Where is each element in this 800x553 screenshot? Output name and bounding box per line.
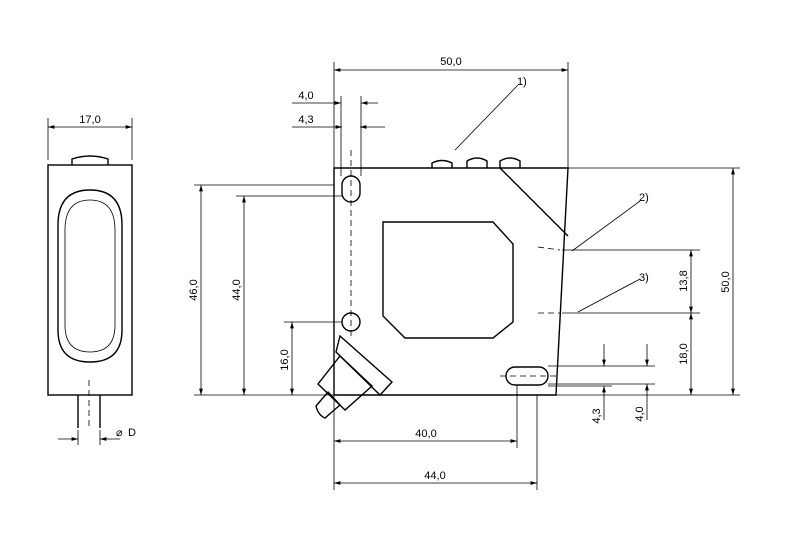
callout-1: 1) — [517, 76, 527, 88]
callout-1-leader — [454, 84, 519, 151]
dim-beam-height: 18,0 — [678, 343, 690, 364]
dim-hole-offset-c: 4,3 — [591, 408, 603, 423]
angled-connector-housing — [335, 334, 393, 397]
dim-hole-offset-d: 4,0 — [634, 406, 646, 421]
callout-3: 3) — [639, 272, 649, 284]
dim-height-left: 46,0 — [188, 279, 200, 300]
callouts: 1) 2) 3) — [454, 76, 649, 313]
dim-right-height: 50,0 — [720, 271, 732, 292]
dim-bottom-width: 44,0 — [424, 470, 445, 482]
dim-hole-pitch-vertical: 44,0 — [231, 279, 243, 300]
callout-3-leader — [577, 278, 641, 313]
callout-2-leader — [571, 200, 641, 252]
diameter-symbol: ⌀ — [116, 427, 123, 439]
side-view: 17,0 ⌀ D — [47, 114, 136, 445]
side-view-body — [47, 164, 133, 396]
callout-2: 2) — [639, 192, 649, 204]
dim-total-width: 50,0 — [440, 56, 461, 68]
dim-hole-pitch-horizontal: 40,0 — [415, 428, 436, 440]
beam-line-2 — [537, 246, 561, 251]
front-view — [315, 150, 569, 419]
led-3 — [499, 157, 521, 168]
angled-connector-cable — [315, 390, 342, 419]
angled-connector-body — [317, 354, 374, 411]
dim-hole-offset-a: 4,0 — [298, 90, 313, 102]
mounting-hole-top — [341, 175, 361, 203]
front-dimensions: 50,0 4,0 4,3 46,0 44,0 16,0 40,0 44,0 — [188, 56, 740, 490]
dim-lens-height: 16,0 — [279, 349, 291, 370]
led-2 — [466, 157, 488, 168]
led-1 — [431, 159, 453, 168]
dim-beam-spacing: 13,8 — [678, 270, 690, 291]
dim-cable-diameter: D — [128, 427, 136, 439]
front-view-chamfer — [499, 167, 569, 237]
side-view-connector-knob — [71, 155, 109, 165]
dim-hole-offset-b: 4,3 — [298, 114, 313, 126]
side-view-lens-inner — [64, 199, 116, 353]
dim-side-width: 17,0 — [79, 114, 100, 126]
front-view-window — [382, 221, 514, 339]
side-view-lens-outer — [57, 189, 123, 363]
